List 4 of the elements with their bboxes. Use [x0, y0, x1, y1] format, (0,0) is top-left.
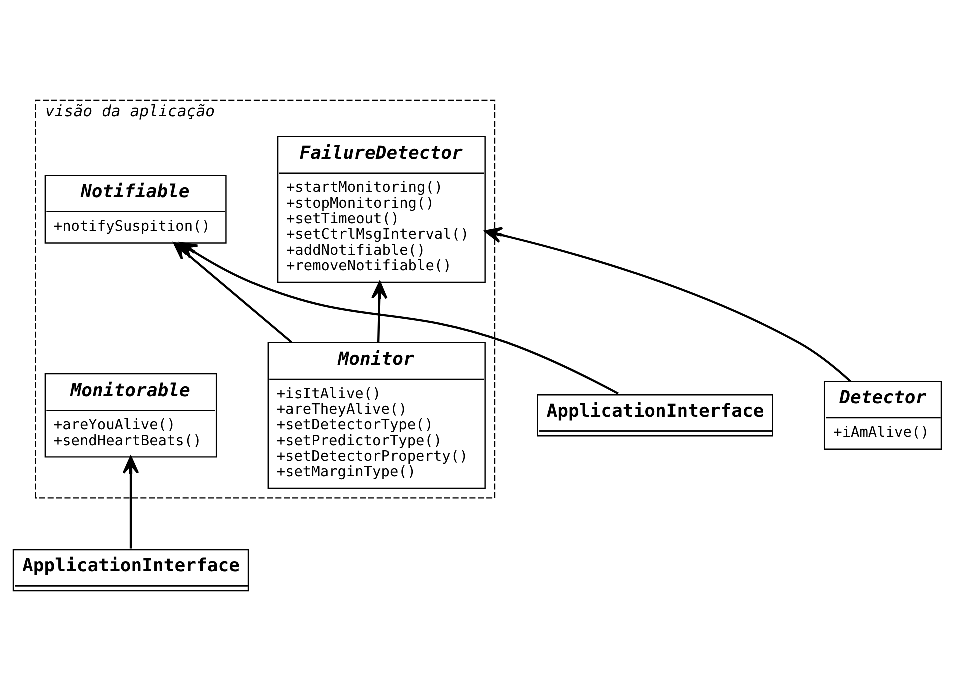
- arrow: [122, 456, 140, 548]
- arrow: [180, 242, 619, 394]
- arrow: [484, 226, 852, 382]
- arrow: [371, 281, 388, 342]
